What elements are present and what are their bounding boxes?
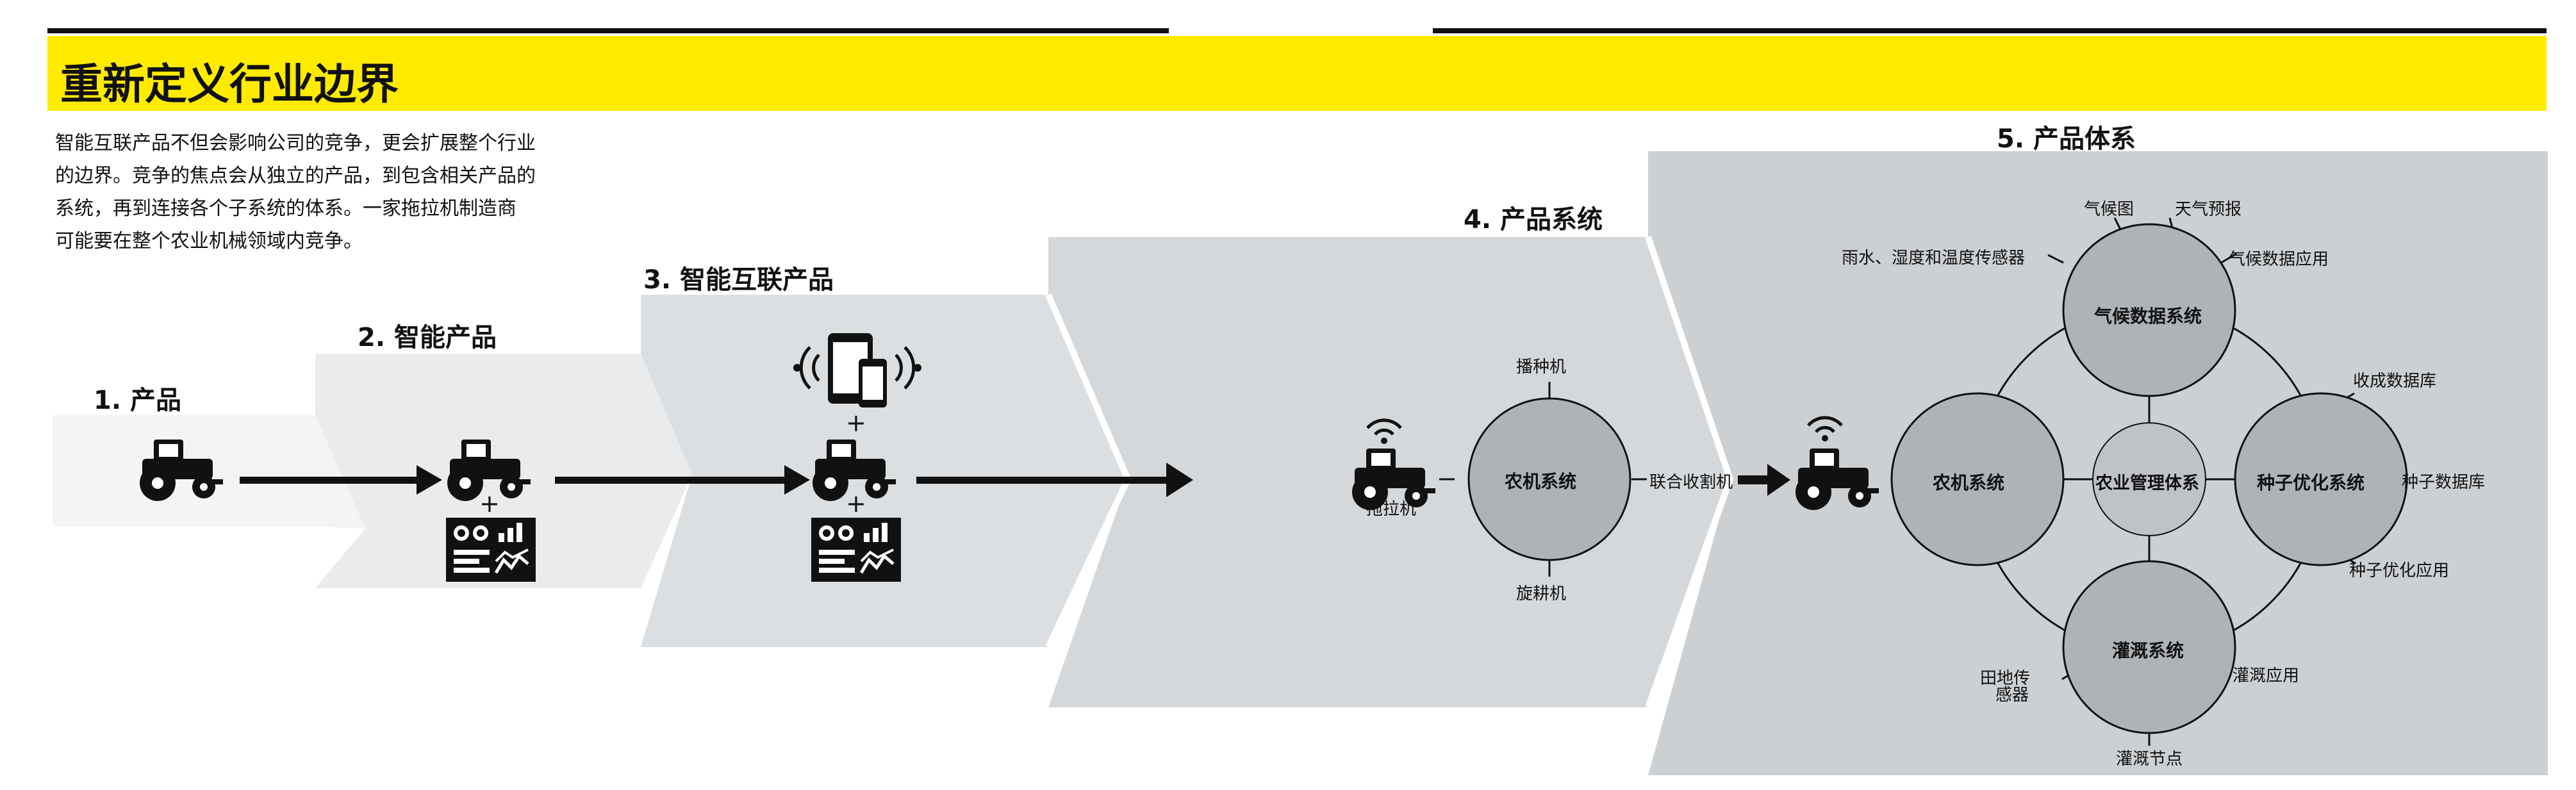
irrigation-apps-label: 灌溉应用: [2233, 666, 2300, 686]
top-rule-left: [47, 28, 1169, 33]
seed-apps-label: 种子优化应用: [2349, 561, 2450, 580]
arrow-1-2: [240, 465, 442, 495]
intro-paragraph: 智能互联产品不但会影响公司的竞争，更会扩展整个行业 的边界。竞争的焦点会从独立的…: [55, 127, 632, 258]
stage-title-4: 4. 产品系统: [1464, 205, 1603, 235]
stage-title-3: 3. 智能互联产品: [643, 265, 834, 295]
seed-system-circle: [2234, 392, 2408, 566]
stage-title-5: 5. 产品体系: [1997, 124, 2136, 154]
management-core-label: 农业管理体系: [2095, 473, 2199, 493]
weather-map-label: 气候图: [2084, 200, 2134, 219]
top-rule-right: [1433, 28, 2547, 33]
stage-title-2: 2. 智能产品: [358, 323, 497, 352]
yield-db-label: 收成数据库: [2353, 372, 2437, 391]
farm-system-circle: [1467, 397, 1631, 561]
irrigation-nodes-label: 灌溉节点: [2116, 750, 2183, 769]
forecast-label: 天气预报: [2175, 200, 2242, 219]
management-core-circle: [2092, 422, 2206, 536]
field-sensor-label-line1: 田地传: [1980, 669, 2031, 688]
farm-system-label: 农机系统: [1505, 471, 1577, 492]
plus-sign: +: [846, 490, 866, 518]
title-banner: 重新定义行业边界: [47, 36, 2547, 111]
harvester-label: 联合收割机: [1649, 473, 1733, 492]
plus-sign: +: [479, 490, 500, 518]
field-sensor-label-line2: 感器: [1995, 686, 2029, 705]
farm-system-label: 农机系统: [1933, 472, 2005, 493]
arrow-2-3: [555, 465, 810, 495]
intro-line: 的边界。竞争的焦点会从独立的产品，到包含相关产品的: [55, 165, 536, 187]
seed-system-label: 种子优化系统: [2257, 472, 2365, 493]
arrow-4-5: [1738, 464, 1790, 496]
irrigation-system-label: 灌溉系统: [2112, 640, 2184, 661]
intro-line: 系统，再到连接各个子系统的体系。一家拖拉机制造商: [55, 197, 516, 220]
irrigation-system-circle: [2062, 560, 2236, 734]
weather-sensors-label: 雨水、湿度和温度传感器: [1842, 249, 2026, 268]
weather-system-label: 气候数据系统: [2094, 306, 2202, 327]
seeder-label: 播种机: [1516, 358, 1567, 377]
farm-system-circle: [1890, 392, 2065, 566]
weather-apps-label: 气候数据应用: [2229, 250, 2329, 269]
page-title: 重新定义行业边界: [60, 60, 399, 109]
tiller-label: 旋耕机: [1516, 584, 1567, 604]
smart-devices-icon: [793, 333, 921, 407]
intro-line: 智能互联产品不但会影响公司的竞争，更会扩展整个行业: [55, 132, 536, 154]
dashboard-icon: [446, 518, 536, 582]
seed-db-label: 种子数据库: [2402, 473, 2486, 492]
weather-system-circle: [2062, 223, 2236, 397]
tractor-label: 拖拉机: [1366, 500, 1417, 519]
stage-title-1: 1. 产品: [94, 386, 181, 415]
plus-sign: +: [846, 409, 866, 437]
arrow-3-4: [916, 463, 1193, 497]
separator-4-5: [1645, 236, 1734, 709]
intro-line: 可能要在整个农业机械领域内竞争。: [55, 230, 363, 252]
dashboard-icon: [811, 518, 901, 582]
